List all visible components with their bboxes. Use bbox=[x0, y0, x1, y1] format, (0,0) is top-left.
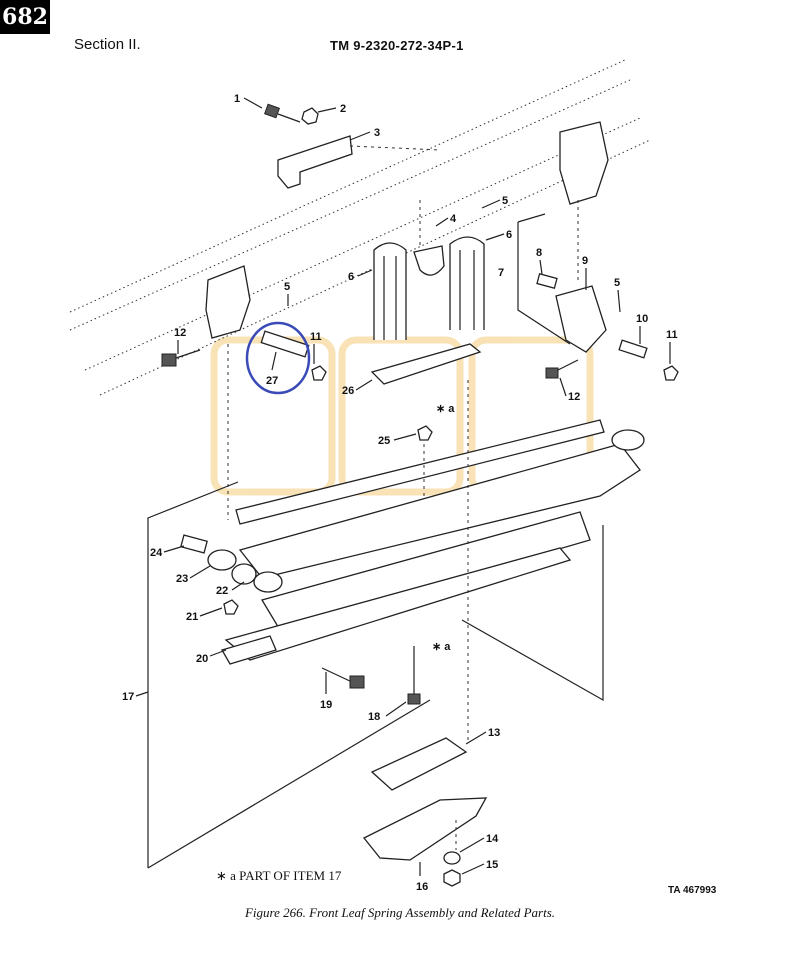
leader-lines bbox=[135, 97, 671, 876]
washer-14 bbox=[443, 851, 461, 865]
nut-15 bbox=[443, 869, 461, 887]
callout-22: 22 bbox=[216, 585, 228, 597]
callout-24: 24 bbox=[150, 547, 163, 559]
callout-19: 19 bbox=[320, 699, 332, 711]
callout-5: 5 bbox=[614, 277, 620, 289]
callout-7: 7 bbox=[498, 267, 504, 279]
part-of-mark: ∗ a bbox=[432, 641, 451, 653]
bolt-12-right bbox=[545, 359, 579, 379]
callout-12: 12 bbox=[568, 391, 580, 403]
callout-25: 25 bbox=[378, 435, 390, 447]
seat-13 bbox=[370, 737, 468, 791]
bumper-4 bbox=[413, 245, 445, 276]
item-17-outline bbox=[147, 481, 604, 869]
callout-6: 6 bbox=[506, 229, 512, 241]
clamp-20 bbox=[221, 635, 277, 665]
section-heading: Section II. bbox=[74, 36, 141, 53]
highlight-circle bbox=[245, 321, 311, 395]
page-number-badge: 682 bbox=[0, 0, 50, 34]
bushing-22 bbox=[231, 563, 257, 585]
plate-26 bbox=[370, 343, 482, 385]
part-of-mark: ∗ a bbox=[436, 403, 455, 415]
callout-18: 18 bbox=[368, 711, 380, 723]
bolt-19 bbox=[321, 667, 365, 689]
bolt-12-left bbox=[161, 349, 201, 367]
callout-4: 4 bbox=[450, 213, 457, 225]
u-bolt-6-right bbox=[449, 236, 485, 330]
tm-number: TM 9-2320-272-34P-1 bbox=[330, 38, 464, 53]
bolt-1 bbox=[264, 103, 301, 123]
bracket-3 bbox=[277, 135, 353, 189]
frame-rail bbox=[69, 59, 651, 396]
callout-9: 9 bbox=[582, 255, 588, 267]
callout-20: 20 bbox=[196, 653, 208, 665]
callout-5: 5 bbox=[284, 281, 290, 293]
callout-16: 16 bbox=[416, 881, 428, 893]
callout-23: 23 bbox=[176, 573, 188, 585]
shackle-7-outline bbox=[517, 213, 571, 345]
nut-21 bbox=[223, 599, 239, 615]
callout-21: 21 bbox=[186, 611, 198, 623]
rear-hanger bbox=[559, 121, 609, 205]
nut-11-left bbox=[311, 365, 327, 381]
nut-2 bbox=[301, 107, 319, 125]
nut-11-right bbox=[663, 365, 679, 381]
callout-26: 26 bbox=[342, 385, 354, 397]
front-hanger bbox=[205, 265, 251, 339]
pin-27 bbox=[260, 330, 310, 358]
callout-labels: 1 2 3 4 5 5 5 6 6 7 8 9 10 11 11 12 12 1… bbox=[122, 93, 678, 893]
callout-3: 3 bbox=[374, 127, 380, 139]
pin-8 bbox=[536, 273, 558, 289]
callout-17: 17 bbox=[122, 691, 134, 703]
callout-5: 5 bbox=[502, 195, 508, 207]
figure-caption: Figure 266. Front Leaf Spring Assembly a… bbox=[244, 905, 556, 920]
callout-2: 2 bbox=[340, 103, 346, 115]
center-bolt-18 bbox=[407, 646, 421, 705]
bushing-24 bbox=[180, 534, 208, 554]
leaf-spring bbox=[224, 419, 645, 661]
callout-11: 11 bbox=[666, 329, 678, 341]
callout-12: 12 bbox=[174, 327, 186, 339]
callout-27: 27 bbox=[266, 375, 278, 387]
callout-13: 13 bbox=[488, 727, 500, 739]
bracket-16 bbox=[362, 797, 488, 861]
pin-10 bbox=[618, 339, 648, 359]
callout-10: 10 bbox=[636, 313, 648, 325]
callout-11: 11 bbox=[310, 331, 322, 343]
callout-1: 1 bbox=[234, 93, 240, 105]
callout-6: 6 bbox=[348, 271, 354, 283]
u-bolt-6-left bbox=[373, 242, 407, 340]
callout-14: 14 bbox=[486, 833, 499, 845]
callout-15: 15 bbox=[486, 859, 498, 871]
callout-8: 8 bbox=[536, 247, 542, 259]
part-of-item-note: ∗ a PART OF ITEM 17 bbox=[216, 868, 342, 883]
sleeve-23 bbox=[207, 549, 237, 571]
ta-number: TA 467993 bbox=[668, 885, 717, 896]
nut-25 bbox=[417, 425, 433, 441]
alignment-lines bbox=[227, 200, 579, 850]
